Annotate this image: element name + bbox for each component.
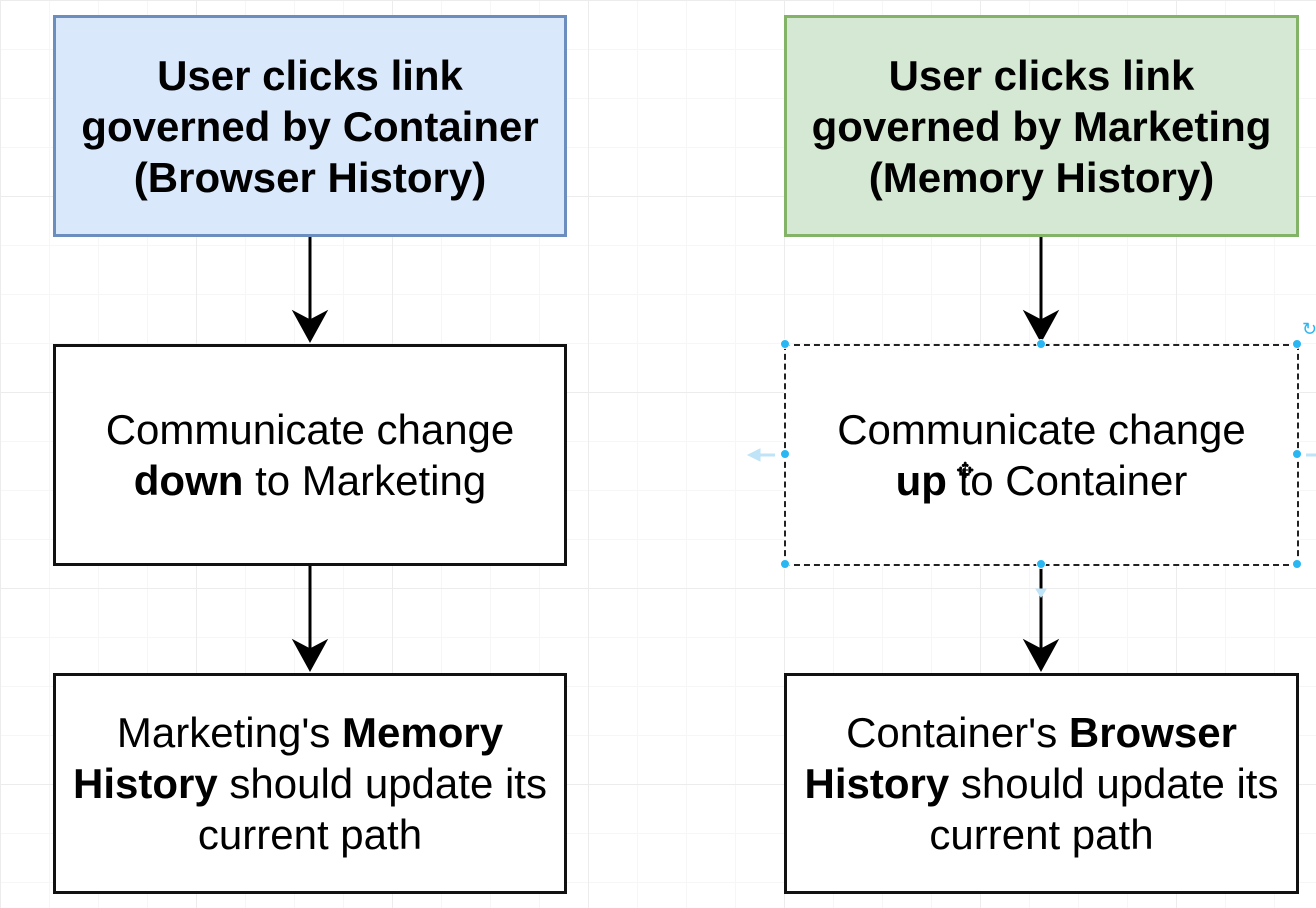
- node-label-line: User clicks link: [888, 51, 1195, 99]
- node-label-line: governed by Marketing: [811, 102, 1272, 150]
- node-label-line: History should update its: [73, 758, 547, 809]
- resize-handle-right[interactable]: [1292, 449, 1302, 459]
- node-label-bold: down: [133, 457, 244, 504]
- resize-handle-bottom-left[interactable]: [780, 559, 790, 569]
- node-label-line: User clicks link: [157, 51, 463, 99]
- move-cursor-icon: ✥: [956, 458, 975, 483]
- node-label-line: up to Container: [896, 455, 1188, 506]
- node-label-line: governed by Container: [81, 102, 539, 150]
- node-label-line: current path: [197, 811, 423, 858]
- arrowhead: [1022, 638, 1060, 673]
- node-communicate-down[interactable]: Communicate change down to Marketing: [53, 344, 567, 566]
- node-label-line: current path: [929, 811, 1154, 858]
- node-communicate-up[interactable]: Communicate change up to Container: [784, 344, 1299, 566]
- arrowhead: [291, 309, 329, 344]
- resize-handle-top[interactable]: [1036, 339, 1046, 349]
- node-label-line: History should update its: [805, 758, 1279, 809]
- node-label-bold: History: [73, 760, 218, 807]
- node-label-text: Marketing's: [116, 709, 343, 756]
- node-label-text: to Marketing: [243, 457, 487, 504]
- node-label-bold: up: [895, 457, 947, 504]
- node-label-bold: History: [804, 760, 950, 807]
- node-label-line: Communicate change: [837, 406, 1246, 453]
- node-label-line: (Memory History): [868, 153, 1215, 201]
- node-label-text: should update its: [949, 760, 1279, 807]
- resize-handle-top-left[interactable]: [780, 339, 790, 349]
- node-label-line: down to Marketing: [134, 455, 486, 506]
- resize-handle-bottom[interactable]: [1036, 559, 1046, 569]
- node-marketing-link-click[interactable]: User clicks link governed by Marketing (…: [784, 15, 1299, 237]
- node-browser-history-update[interactable]: Container's Browser History should updat…: [784, 673, 1299, 894]
- hover-arrow-left-head: [746, 448, 761, 462]
- node-label-line: Container's Browser: [846, 707, 1237, 758]
- node-label-bold: Browser: [1068, 709, 1237, 756]
- node-label-text: should update its: [217, 760, 547, 807]
- node-label-text: Container's: [846, 709, 1069, 756]
- rotate-icon[interactable]: ↻: [1302, 319, 1316, 339]
- resize-handle-bottom-right[interactable]: [1292, 559, 1302, 569]
- resize-handle-top-right[interactable]: [1292, 339, 1302, 349]
- node-label-line: Communicate change: [105, 406, 515, 453]
- node-container-link-click[interactable]: User clicks link governed by Container (…: [53, 15, 567, 237]
- node-label-text: to Container: [946, 457, 1188, 504]
- resize-handle-left[interactable]: [780, 449, 790, 459]
- arrowhead: [291, 638, 329, 673]
- node-memory-history-update[interactable]: Marketing's Memory History should update…: [53, 673, 567, 894]
- node-label-line: (Browser History): [133, 153, 487, 201]
- arrowhead: [1022, 309, 1060, 344]
- hover-arrow-down-head: [1035, 588, 1047, 598]
- node-label-line: Marketing's Memory: [117, 707, 503, 758]
- node-label-bold: Memory: [342, 709, 504, 756]
